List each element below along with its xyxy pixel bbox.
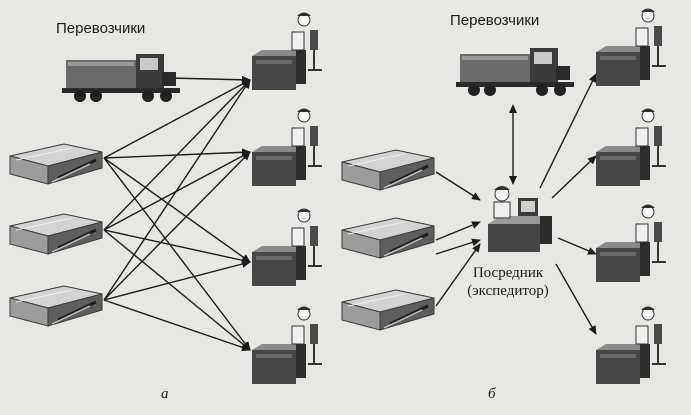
client-icon-left-2 [251, 107, 323, 187]
client-icon-right-3 [595, 203, 667, 283]
warehouse-hub-arrow-extra [435, 238, 481, 255]
warehouse-hub-arrow-2 [435, 221, 481, 241]
panel-label-b: б [488, 386, 496, 402]
client-icon-right-1 [595, 7, 667, 87]
client-icon-right-4 [595, 305, 667, 385]
panel-label-a: а [161, 386, 169, 402]
direct-arrow-4-2 [103, 151, 251, 301]
direct-arrow-3-1 [103, 79, 251, 231]
hub-client-arrow-2 [551, 155, 597, 199]
warehouse-icon-right-2 [340, 216, 436, 260]
icons-layer [8, 7, 667, 385]
carriers-label-left: Перевозчики [56, 20, 146, 37]
direct-arrow-2-4 [103, 157, 251, 351]
warehouse-icon-left-3 [8, 284, 104, 328]
direct-arrow-2-3 [103, 157, 251, 263]
intermediary-label-line1: Посредник [472, 265, 544, 281]
intermediary-label-line2: (экспедитор) [467, 283, 549, 299]
direct-arrow-4-1 [103, 79, 251, 301]
carriers-label-right: Перевозчики [450, 12, 540, 29]
warehouse-icon-right-1 [340, 148, 436, 192]
warehouse-icon-left-2 [8, 212, 104, 256]
hub-client-arrow-4 [555, 263, 597, 335]
hub-client-arrow-1 [539, 73, 597, 189]
direct-arrow-2-1 [103, 79, 251, 159]
client-icon-left-1 [251, 11, 323, 91]
truck-icon-right [456, 48, 574, 96]
intermediary-icon [487, 185, 553, 253]
direct-arrow-4-3 [103, 260, 251, 301]
direct-arrow-1-1 [169, 75, 251, 84]
client-icon-left-4 [251, 305, 323, 385]
warehouse-hub-arrow-1 [435, 171, 481, 201]
client-icon-right-2 [595, 107, 667, 187]
direct-arrow-3-3 [103, 229, 251, 265]
warehouse-icon-left-1 [8, 142, 104, 186]
truck-icon-left [62, 54, 180, 102]
client-icon-left-3 [251, 207, 323, 287]
direct-arrow-3-4 [103, 229, 251, 351]
hub-client-arrow-3 [557, 237, 597, 255]
warehouse-hub-arrow-3 [435, 243, 481, 307]
connectors-layer [103, 73, 597, 352]
warehouse-icon-right-3 [340, 288, 436, 332]
direct-arrow-4-4 [103, 299, 251, 352]
